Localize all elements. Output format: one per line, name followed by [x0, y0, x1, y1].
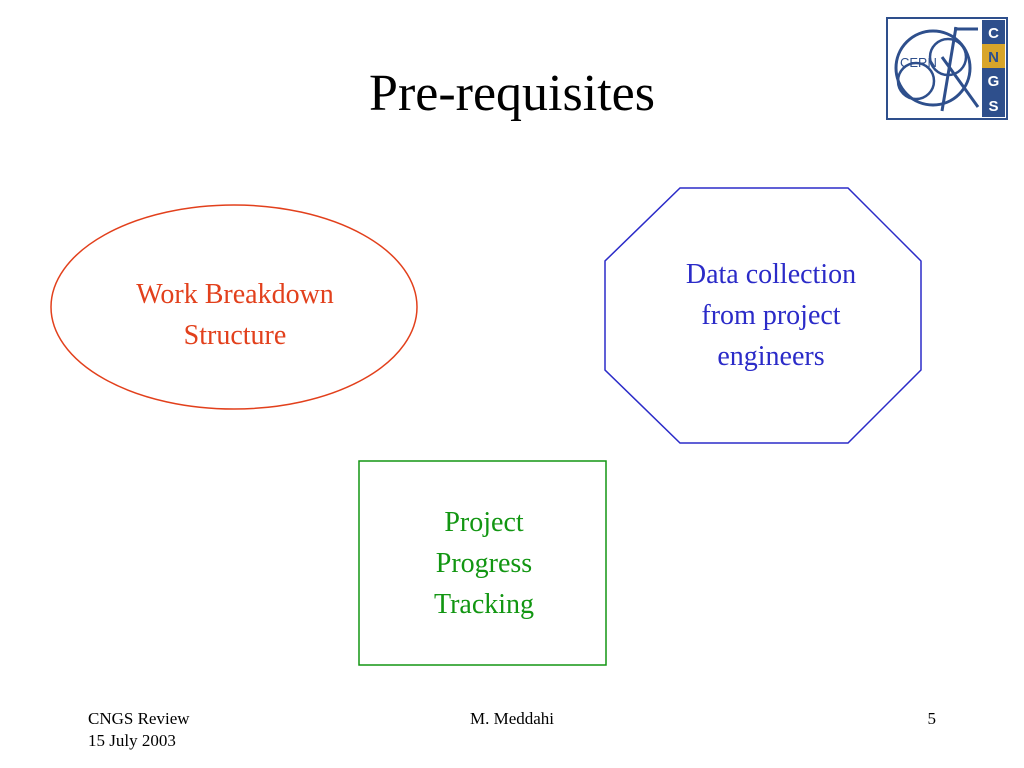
wbs-label-line: Work Breakdown: [136, 279, 334, 310]
logo-letter-g: G: [988, 73, 1000, 90]
footer-date: 15 July 2003: [88, 731, 176, 750]
logo-letter-s: S: [988, 98, 998, 115]
data-collection-label-line: engineers: [717, 341, 825, 372]
data-collection-label-line: Data collection: [685, 259, 857, 290]
progress-tracking-rectangle: [358, 460, 607, 666]
logo-letter-c: C: [988, 25, 999, 42]
cngs-letter-column: C N G S: [982, 20, 1005, 117]
data-collection-label: Data collection from project engineers: [610, 254, 932, 377]
progress-tracking-label-line: Tracking: [433, 589, 535, 620]
logo-letter-n: N: [988, 49, 999, 66]
footer-event: CNGS Review: [88, 709, 190, 728]
slide-title: Pre-requisites: [369, 65, 655, 122]
footer-left: CNGS Review 15 July 2003: [88, 708, 190, 752]
progress-tracking-label-line: Progress: [435, 548, 533, 579]
wbs-label-line: Structure: [183, 320, 287, 351]
data-collection-label-line: from project: [701, 300, 841, 331]
cern-cngs-logo: CERN C N G S: [886, 17, 1008, 120]
data-collection-octagon: [604, 187, 922, 444]
cern-emblem: CERN: [894, 26, 980, 112]
footer-author: M. Meddahi: [469, 709, 555, 728]
wbs-ellipse: [50, 204, 418, 410]
progress-tracking-label-line: Project: [444, 507, 524, 538]
progress-tracking-label: Project Progress Tracking: [362, 502, 606, 625]
page-number: 5: [927, 709, 937, 728]
cern-text: CERN: [900, 55, 937, 70]
wbs-label: Work Breakdown Structure: [70, 274, 400, 356]
